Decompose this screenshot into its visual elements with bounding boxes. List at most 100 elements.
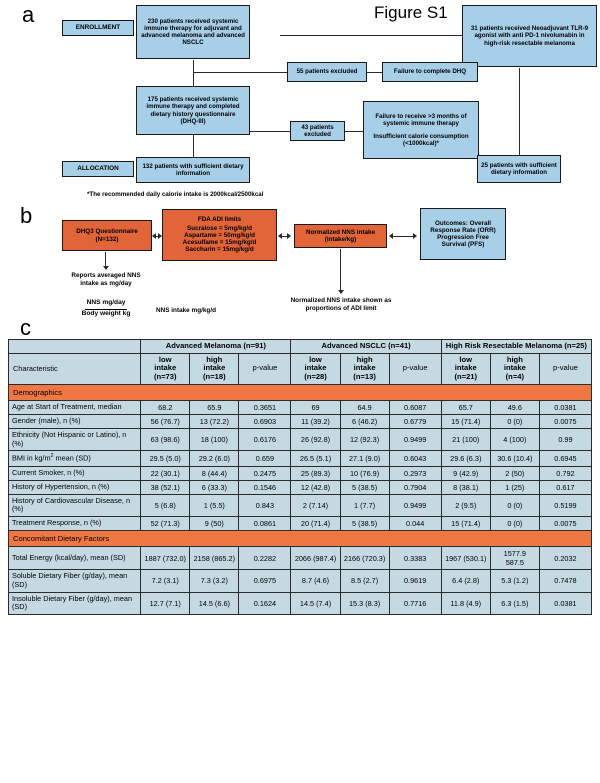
row-label: Soluble Dietary Fiber (g/day), mean (SD) [7,569,142,593]
row-value: 20 (71.4) [290,516,341,532]
group-header-advanced-melanoma: Advanced Melanoma (n=91) [140,339,292,354]
subheader-7-l3: (n=4) [505,372,525,382]
row-value: 30.6 (10.4) [489,450,540,467]
row-value: 6.3 (1.5) [489,591,540,616]
row-value: 0.2282 [238,546,292,571]
subheader-4-l2: intake [353,363,376,373]
connector-excl55-to-reason [367,72,382,74]
table-row: BMI in kg/m2 mean (SD)29.5 (5.0)29.2 (6.… [7,450,593,467]
box-allocated-25: 25 patients with sufficient dietary info… [477,155,561,183]
row-value: 12 (42.8) [290,479,341,495]
row-value: 65.7 [440,399,491,415]
panel-a-footnote: *The recommended daily calorie intake is… [87,191,264,198]
table-row: Soluble Dietary Fiber (g/day), mean (SD)… [7,569,593,593]
row-value: 29.6 (6.3) [440,450,491,467]
arrow-normalized-down [340,249,342,292]
row-value: 26.5 (5.1) [290,450,341,467]
row-value: 0.6043 [388,450,442,467]
connector-excl43-to-reason [345,131,363,133]
row-value: 13 (72.2) [189,413,240,429]
arrowhead-right-1 [158,233,162,239]
row-value: 1887 (732.0) [140,546,191,571]
row-value: 5 (38.5) [339,516,390,532]
fda-title: FDA ADI limits [197,216,242,224]
box-dhq3-questionnaire: DHQ3 Questionnaire (N=132) [62,220,152,251]
arrowhead-right-3 [413,233,417,239]
subheader-3-l1: low [309,354,322,364]
row-value: 12 (92.3) [339,427,390,452]
reason-43-line2: Insufficient calorie consumption (<1000k… [373,133,469,148]
row-value: 0.0075 [538,516,593,532]
row-value: 10 (76.9) [339,465,390,481]
row-value: 6.4 (2.8) [440,569,491,593]
arrowhead-right-2 [287,233,291,239]
arrowhead-left-2 [278,233,282,239]
row-value: 0.6975 [238,569,292,593]
row-value: 0.0075 [538,413,593,429]
row-label: Ethnicity (Not Hispanic or Latino), n (%… [7,427,142,452]
row-value: 0.2032 [538,546,593,571]
row-value: 2166 (720.3) [339,546,390,571]
row-value: 0.0381 [538,591,593,616]
reason-43-line1: Failure to receive >3 months of systemic… [375,112,467,127]
subheader-0: low intake (n=73) [140,352,191,385]
row-value: 2158 (865.2) [189,546,240,571]
subheader-7-l1: high [506,354,523,364]
subheader-4-l1: high [356,354,373,364]
row-value: 15 (71.4) [440,516,491,532]
subheader-6-l3: (n=21) [454,372,478,382]
row-value: 0.7716 [388,591,442,616]
row-value: 14.5 (6.6) [189,591,240,616]
row-label: History of Hypertension, n (%) [7,479,142,495]
arrow-fda-normalized [281,236,290,238]
row-value: 0.0381 [538,399,593,415]
row-value: 6 (33.3) [189,479,240,495]
fraction-denominator: Body weight kg [81,309,131,317]
row-value: 63 (98.6) [140,427,191,452]
panel-label-a: a [22,2,35,27]
row-value: 0.9619 [388,569,442,593]
arrow-dhq-fda [155,236,160,238]
row-value: 1 (25) [489,479,540,495]
panel-label-c: c [20,315,31,340]
row-value: 56 (76.7) [140,413,191,429]
summary-table-wrap: Advanced Melanoma (n=91) Advanced NSCLC … [7,339,593,616]
subheader-4-l3: (n=13) [353,372,376,382]
table-row: History of Cardiovascular Disease, n (%)… [7,493,593,518]
annotation-reports: Reports averaged NNS intake as mg/day [71,272,141,287]
row-value: 12.7 (7.1) [140,591,191,616]
arrow-normalized-outcomes [392,236,414,238]
row-value: 9 (50) [189,516,240,532]
header-characteristic: Characteristic [7,352,142,385]
arrowhead-down-1 [103,266,109,270]
panel-label-b: b [20,203,33,228]
row-value: 14.5 (7.4) [290,591,341,616]
row-value: 2 (50) [489,465,540,481]
annotation-proportions: Normalized NNS intake shown as proportio… [290,297,392,312]
table-row: Treatment Response, n (%)52 (71.3)9 (50)… [7,516,593,532]
row-value: 8 (38.1) [440,479,491,495]
row-value: 1577.9 587.5 [489,546,540,571]
row-value: 64.9 [339,399,390,415]
connector-neo-down [519,68,521,155]
stage-label-enrollment: ENROLLMENT [62,20,134,36]
row-value: 52 (71.3) [140,516,191,532]
row-value: 25 (89.3) [290,465,341,481]
table-section-header: Demographics [8,383,592,401]
row-label: Age at Start of Treatment, median [7,399,142,415]
subheader-1: high intake (n=18) [189,352,240,385]
subheader-6-l1: low [459,354,473,364]
subheader-7: high intake (n=4) [489,352,540,385]
row-value: 0.1624 [238,591,292,616]
row-value: 29.5 (5.0) [140,450,191,467]
row-value: 18 (100) [189,427,240,452]
row-value: 8.7 (4.6) [290,569,341,593]
row-value: 0.044 [388,516,442,532]
row-value: 1967 (530.1) [440,546,491,571]
table-sub-header-row: Characteristic low intake (n=73) high in… [7,352,593,385]
subheader-1-l1: high [206,354,223,364]
row-value: 0.9499 [388,427,442,452]
row-value: 0 (0) [489,413,540,429]
